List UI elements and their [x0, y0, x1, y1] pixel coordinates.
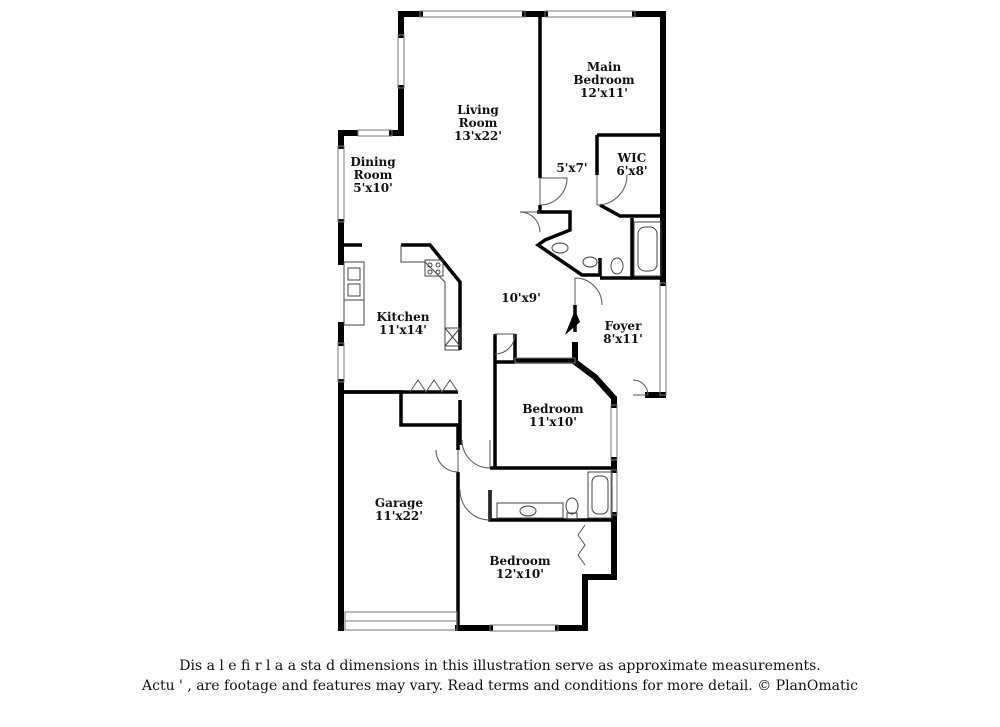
room-name-line1: Living	[457, 103, 499, 117]
room-dims: 6'x8'	[616, 164, 648, 178]
room-dims: 10'x9'	[501, 291, 541, 305]
room-main-bath: 5'x7'	[556, 162, 587, 175]
room-name-line2: Room	[353, 168, 393, 182]
room-dims: 12'x11'	[580, 86, 628, 100]
room-name: Bedroom	[522, 402, 584, 416]
room-dims: 5'x10'	[353, 181, 393, 195]
room-living-room: Living Room 13'x22'	[454, 104, 502, 143]
room-bedroom-3: Bedroom 12'x10'	[489, 555, 550, 581]
room-dims: 13'x22'	[454, 129, 502, 143]
room-name-line2: Bedroom	[573, 73, 635, 87]
windows	[337, 10, 667, 632]
fixtures	[343, 221, 662, 520]
room-name: WIC	[617, 151, 647, 165]
room-name-line2: Room	[458, 116, 498, 130]
room-wic: WIC 6'x8'	[616, 152, 647, 178]
room-bedroom-2: Bedroom 11'x10'	[522, 403, 583, 429]
room-dims: 5'x7'	[556, 161, 588, 175]
room-dims: 8'x11'	[603, 332, 643, 346]
door-swings	[409, 174, 649, 566]
disclaimer-line-2: Actu ' , are footage and features may va…	[142, 678, 858, 694]
room-name-line1: Dining	[350, 155, 396, 169]
disclaimer: Dis a l e fi r l a a sta d dimensions in…	[0, 656, 1000, 696]
room-kitchen: Kitchen 11'x14'	[377, 311, 430, 337]
room-dims: 11'x14'	[379, 323, 427, 337]
room-dims: 11'x10'	[529, 415, 577, 429]
room-name: Garage	[374, 496, 424, 510]
room-name: Foyer	[604, 319, 642, 333]
room-dims: 12'x10'	[496, 567, 544, 581]
room-name-line1: Main	[586, 60, 622, 74]
room-garage: Garage 11'x22'	[375, 497, 423, 523]
room-main-bedroom: Main Bedroom 12'x11'	[573, 61, 634, 100]
room-foyer: Foyer 8'x11'	[603, 320, 643, 346]
room-name: Kitchen	[376, 310, 430, 324]
room-dims: 11'x22'	[375, 509, 423, 523]
room-dining-room: Dining Room 5'x10'	[350, 156, 395, 195]
room-hall: 10'x9'	[501, 292, 541, 305]
room-name: Bedroom	[489, 554, 551, 568]
disclaimer-line-1: Dis a l e fi r l a a sta d dimensions in…	[179, 658, 821, 674]
